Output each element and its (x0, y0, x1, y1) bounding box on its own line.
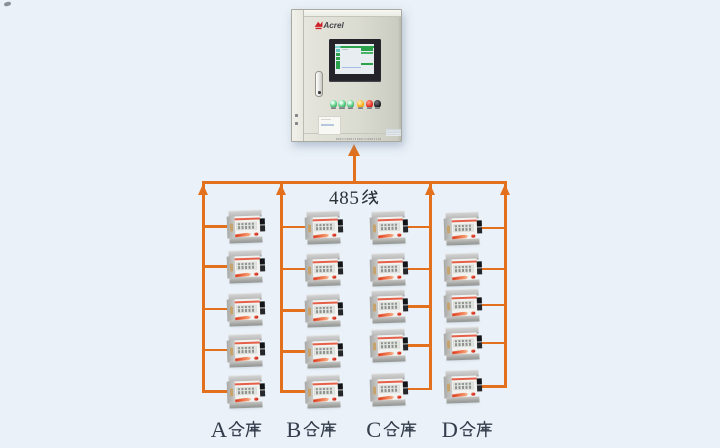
svg-text:Acrel: Acrel (322, 21, 344, 30)
